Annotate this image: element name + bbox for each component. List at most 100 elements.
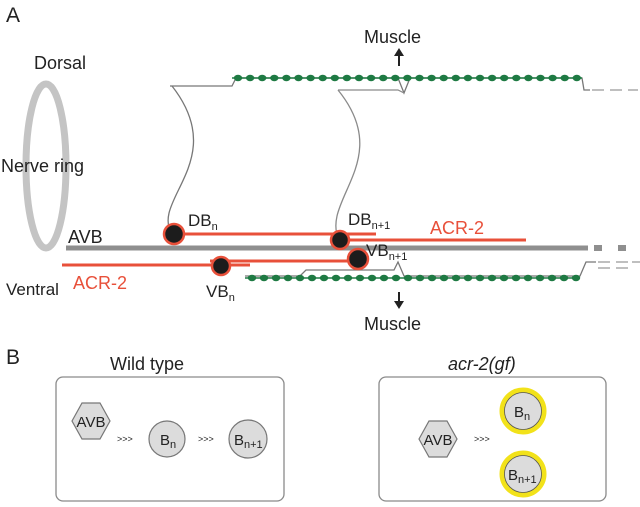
muscle-dot (547, 274, 557, 282)
panel-b-letter: B (6, 346, 20, 369)
wt-avb-label: AVB (77, 414, 106, 431)
muscle-dot (463, 74, 473, 82)
muscle-dot (439, 274, 449, 282)
muscle-dot (391, 274, 401, 282)
wild-type-title: Wild type (110, 354, 184, 374)
wt-avb-hexagon (71, 402, 111, 440)
db-n-label: DBn (188, 211, 218, 233)
avb-dash-1 (594, 245, 602, 251)
db-n-commissure (167, 85, 195, 235)
gf-bn1-cell-inner (504, 455, 542, 493)
muscle-dot (499, 274, 509, 282)
vb-n-label: VBn (206, 282, 235, 304)
muscle-dot (415, 274, 425, 282)
muscle-dot (523, 274, 533, 282)
gf-arrow: >>> (474, 434, 490, 444)
muscle-dot (233, 74, 243, 82)
muscle-dot (451, 74, 460, 82)
muscle-dot (366, 74, 376, 82)
muscle-dot (318, 74, 327, 82)
muscle-dot (511, 274, 521, 282)
muscle-dot (247, 274, 257, 282)
dorsal-muscle-outline-inner (338, 89, 405, 94)
muscle-bottom-arrow-icon (394, 301, 404, 309)
avb-label: AVB (68, 227, 103, 247)
muscle-dot (391, 74, 400, 82)
muscle-dot (367, 274, 377, 282)
muscle-bottom-label: Muscle (364, 314, 421, 334)
wt-bn-cell (148, 420, 186, 458)
vb-n1-label: VBn+1 (366, 241, 407, 263)
muscle-dot (560, 74, 569, 82)
muscle-dot (354, 74, 364, 82)
muscle-dot (306, 74, 315, 82)
gf-bn-cell (499, 387, 547, 435)
muscle-dot (463, 274, 473, 282)
wt-bn1-label: Bn+1 (234, 432, 263, 451)
muscle-dot (295, 274, 305, 282)
gf-avb-hexagon (418, 420, 458, 458)
gf-title: acr-2(gf) (448, 354, 516, 374)
wt-bn1-cell (228, 419, 268, 459)
muscle-dot (307, 274, 317, 282)
gf-bn1-cell (499, 450, 547, 498)
wild-type-box (55, 376, 285, 502)
muscle-dot (283, 274, 293, 282)
gf-bn1-label: Bn+1 (508, 467, 537, 486)
muscle-dot (379, 274, 389, 282)
panel-a-letter: A (6, 4, 20, 27)
muscle-dot (571, 274, 581, 282)
muscle-dot (342, 74, 352, 82)
vb-n1-soma (346, 247, 370, 271)
ventral-muscle-dots (247, 274, 581, 282)
vb-n-soma (210, 255, 232, 277)
nerve-ring-shape (22, 80, 70, 252)
muscle-dot (294, 74, 303, 82)
muscle-dot (512, 74, 521, 82)
db-n1-label: DBn+1 (348, 210, 390, 232)
muscle-dot (572, 74, 581, 82)
muscle-dot (355, 274, 365, 282)
acr2-bottom-label: ACR-2 (73, 273, 127, 293)
muscle-dot (379, 74, 388, 82)
muscle-dot (451, 274, 461, 282)
muscle-dot (245, 74, 255, 82)
ventral-muscle-dash (598, 261, 640, 269)
gf-avb-label: AVB (424, 432, 453, 449)
muscle-dot (559, 274, 569, 282)
muscle-dot (415, 74, 424, 82)
muscle-dot (319, 274, 329, 282)
wt-arrow-1: >>> (117, 434, 133, 444)
muscle-dot (270, 74, 279, 82)
muscle-dot (258, 74, 267, 82)
muscle-dot (343, 274, 353, 282)
ventral-muscle-outline (245, 260, 596, 277)
muscle-dot (500, 74, 509, 82)
muscle-dot (403, 74, 412, 82)
gf-box (378, 376, 607, 502)
muscle-top-label: Muscle (364, 27, 421, 47)
muscle-dot (271, 274, 281, 282)
muscle-dot (536, 74, 545, 82)
dorsal-label: Dorsal (34, 53, 86, 73)
muscle-dot (259, 274, 269, 282)
nerve-ring-label: Nerve ring (1, 156, 84, 176)
muscle-dot (487, 274, 497, 282)
db-n1-soma (329, 229, 351, 251)
wt-bn-label: Bn (160, 432, 176, 451)
muscle-top-arrow-icon (394, 48, 404, 56)
muscle-dot (535, 274, 545, 282)
muscle-dot (427, 74, 436, 82)
muscle-dot (475, 74, 485, 82)
muscle-dot (548, 74, 557, 82)
muscle-dot (427, 274, 437, 282)
muscle-dot (330, 74, 339, 82)
gf-bn-label: Bn (514, 404, 530, 423)
ventral-label: Ventral (6, 280, 59, 299)
avb-dash-2 (618, 245, 626, 251)
muscle-dot (524, 74, 533, 82)
wt-arrow-2: >>> (198, 434, 214, 444)
muscle-dot (403, 274, 413, 282)
muscle-dot (439, 74, 448, 82)
